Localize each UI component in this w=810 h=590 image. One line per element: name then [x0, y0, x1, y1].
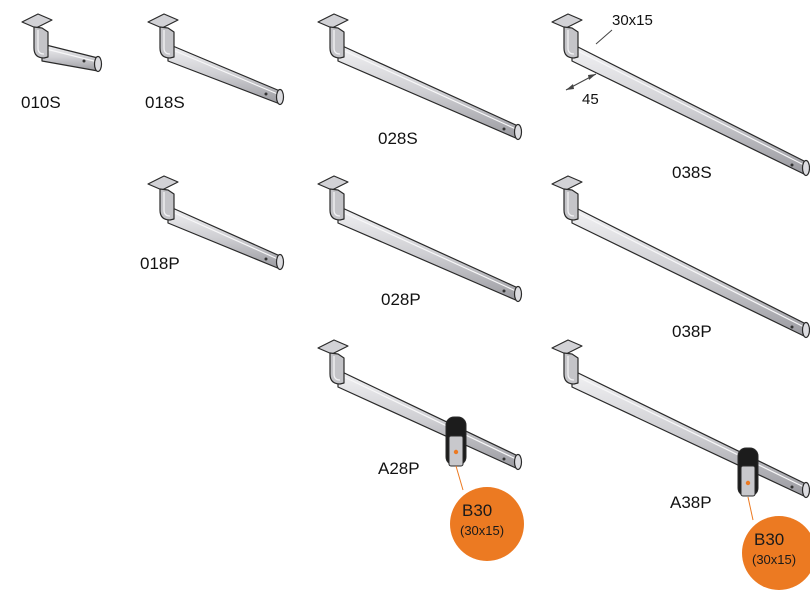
dimension-arrows [565, 29, 613, 91]
bracket-038p [551, 175, 810, 339]
part-badge-size: (30x15) [460, 523, 505, 538]
part-badge-b30-a28p: B30 (30x15) [450, 487, 524, 561]
product-label-a38p: A38P [670, 493, 712, 512]
bracket-028p [317, 175, 523, 303]
clamp-a38p [737, 447, 759, 521]
product-label-038s: 038S [672, 163, 712, 182]
product-label-a28p: A28P [378, 459, 420, 478]
bracket-038s [551, 13, 810, 177]
bracket-a28p [317, 339, 523, 471]
bracket-010s [21, 13, 103, 73]
dimension-section-label: 30x15 [612, 12, 653, 29]
part-badge-size: (30x15) [752, 552, 797, 567]
product-label-010s: 010S [21, 93, 61, 112]
leader-line-a28p [455, 465, 464, 491]
part-badge-code: B30 [754, 530, 785, 549]
product-label-018s: 018S [145, 93, 185, 112]
bracket-018s [147, 13, 285, 106]
dimension-depth-label: 45 [582, 91, 599, 108]
bracket-018p [147, 175, 285, 271]
clamp-a28p [445, 416, 467, 491]
product-label-038p: 038P [672, 322, 712, 341]
leader-line-a38p [747, 496, 754, 521]
product-label-028p: 028P [381, 290, 421, 309]
part-badge-b30-a38p: B30 (30x15) [742, 516, 810, 590]
product-label-018p: 018P [140, 254, 180, 273]
bracket-028s [317, 13, 523, 141]
part-badge-code: B30 [462, 501, 493, 520]
bracket-a38p [551, 339, 810, 499]
product-label-028s: 028S [378, 129, 418, 148]
